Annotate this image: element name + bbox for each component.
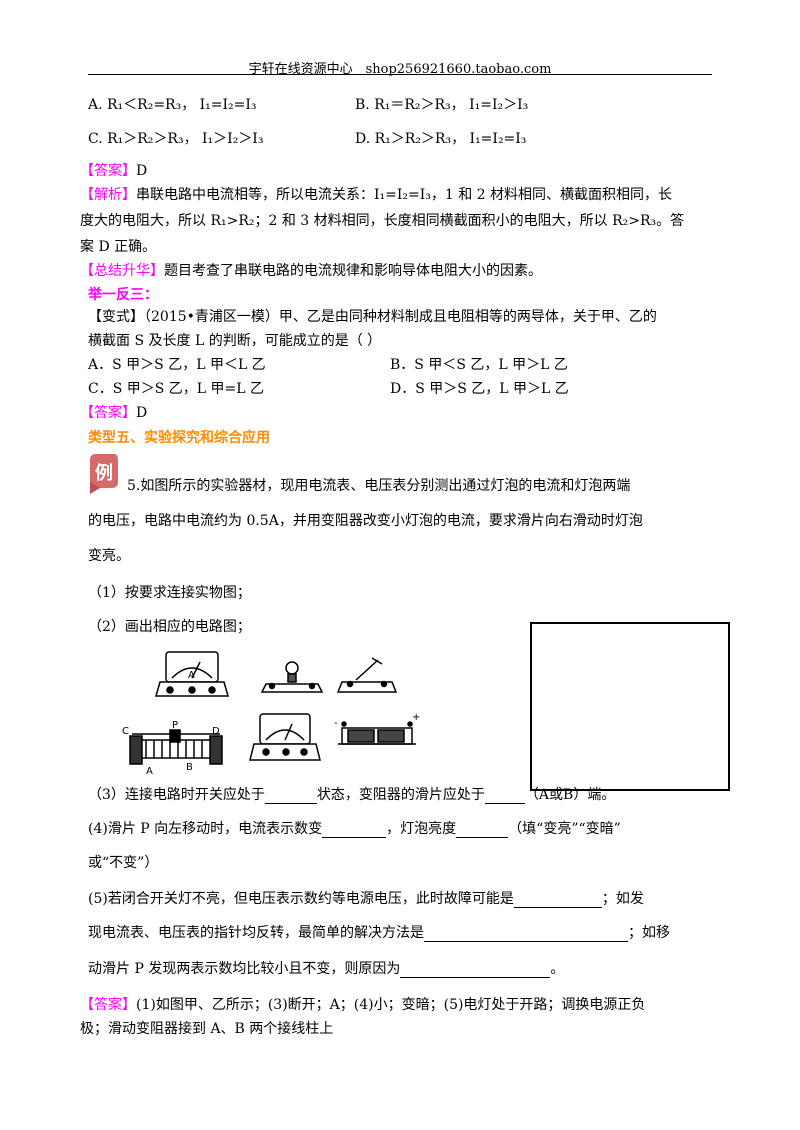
- variant-label: 【变式】: [88, 309, 144, 325]
- option-b: B. R₁＝R₂＞R₃， I₁=I₂＞I₃: [355, 97, 529, 113]
- q5-part-5-text-b: ；如发: [601, 891, 644, 907]
- blank-fault[interactable]: [513, 893, 602, 908]
- analysis-line-3: 案 D 正确。: [80, 239, 157, 255]
- q5-line-3: 变亮。: [88, 548, 130, 564]
- q5-part-4-cont: 或“不变”）: [88, 855, 159, 871]
- variant-option-c: C．S 甲＞S 乙，L 甲=L 乙: [88, 381, 265, 397]
- summary-label: 【总结升华】: [80, 263, 164, 279]
- option-c: C. R₁＞R₂＞R₃， I₁＞I₂＞I₃: [88, 131, 264, 147]
- rheostat-device: [129, 729, 223, 765]
- answer-line-1: 【答案】D: [80, 160, 147, 180]
- voltmeter-device: [249, 713, 321, 761]
- q5-part-5-text-a: (5)若闭合开关灯不亮，但电压表示数约等电源电压，此时故障可能是: [88, 891, 514, 907]
- q5-part-4-text-c: （填“变亮”“变暗”: [508, 821, 621, 837]
- q5-part-5-line-3: 动滑片 P 发现两表示数均比较小且不变，则原因为 。: [88, 958, 564, 978]
- q5-part-5-text-d: ；如移: [628, 925, 670, 941]
- rheostat-label-a: A: [146, 766, 153, 777]
- example-badge-text: 例: [95, 463, 113, 484]
- analysis-text-1: 串联电路中电流相等，所以电流关系：I₁=I₂=I₃，1 和 2 材料相同、横截面…: [136, 187, 673, 203]
- q5-part-4-text-a: (4)滑片 P 向左移动时，电流表示数变: [88, 821, 323, 837]
- battery-device: [338, 721, 416, 745]
- analysis-line-1: 【解析】串联电路中电流相等，所以电流关系：I₁=I₂=I₃，1 和 2 材料相同…: [80, 184, 672, 204]
- q5-part-5-text-f: 。: [550, 961, 565, 977]
- answer-line-3: 【答案】(1)如图甲、乙所示；(3)断开；A；(4)小；变暗；(5)电灯处于开路…: [80, 994, 645, 1014]
- q5-part-4-text-b: ，灯泡亮度: [386, 821, 457, 837]
- page-header: 宇轩在线资源中心 shop256921660.taobao.com: [248, 62, 552, 77]
- answer-text-3a: (1)如图甲、乙所示；(3)断开；A；(4)小；变暗；(5)电灯处于开路；调换电…: [136, 997, 646, 1013]
- q5-part-3-text-c: （A或B）端。: [524, 787, 616, 803]
- switch-device: [336, 657, 398, 693]
- answer-value-2: D: [136, 405, 148, 421]
- answer-line-2: 【答案】D: [80, 402, 147, 422]
- summary-text: 题目考查了串联电路的电流规律和影响导体电阻大小的因素。: [164, 263, 542, 279]
- blank-current-change[interactable]: [322, 823, 387, 838]
- variant-option-a: A．S 甲＞S 乙，L 甲＜L 乙: [88, 357, 266, 373]
- variant-text-1: （2015•青浦区一模）甲、乙是由同种材料制成且电阻相等的两导体，关于甲、乙的: [144, 309, 657, 325]
- blank-slider-end[interactable]: [484, 789, 525, 804]
- blank-fix-method[interactable]: [424, 927, 628, 942]
- analysis-line-2: 度大的电阻大，所以 R₁>R₂；2 和 3 材料相同，长度相同横截面积小的电阻大…: [80, 213, 685, 229]
- q5-part-3-text-b: 状态，变阻器的滑片应处于: [316, 787, 485, 803]
- q5-part-1: （1）按要求连接实物图；: [88, 585, 251, 601]
- blank-reason[interactable]: [400, 963, 551, 978]
- option-d: D. R₁＞R₂＞R₃， I₁=I₂=I₃: [355, 131, 527, 147]
- battery-plus-label: +: [412, 712, 420, 723]
- ammeter-label: A: [188, 670, 195, 681]
- answer-value: D: [136, 163, 148, 179]
- q5-part-5-text-e: 动滑片 P 发现两表示数均比较小且不变，则原因为: [88, 961, 401, 977]
- answer-label-2: 【答案】: [80, 405, 136, 421]
- bulb-device: [260, 661, 324, 693]
- rheostat-label-d: D: [212, 726, 220, 737]
- answer-label-3: 【答案】: [80, 997, 136, 1013]
- battery-minus-label: -: [334, 718, 338, 729]
- variant-option-b: B．S 甲＜S 乙，L 甲＞L 乙: [390, 357, 568, 373]
- option-a: A. R₁＜R₂=R₃， I₁=I₂=I₃: [88, 97, 257, 113]
- variant-option-d: D．S 甲＞S 乙，L 甲＞L 乙: [390, 381, 569, 397]
- rheostat-label-p: P: [172, 720, 178, 731]
- q5-part-4: (4)滑片 P 向左移动时，电流表示数变 ，灯泡亮度 （填“变亮”“变暗”: [88, 818, 621, 838]
- example-badge-shape: [90, 454, 118, 494]
- header-rule: [88, 74, 712, 75]
- section-title: 类型五、实验探究和综合应用: [88, 430, 270, 446]
- q5-part-3-text-a: （3）连接电路时开关应处于: [88, 787, 265, 803]
- answer-label: 【答案】: [80, 163, 136, 179]
- variant-line-2: 横截面 S 及长度 L 的判断，可能成立的是（ ）: [88, 333, 382, 349]
- rheostat-label-c: C: [122, 726, 129, 737]
- q5-part-5-text-c: 现电流表、电压表的指针均反转，最简单的解决方法是: [88, 925, 424, 941]
- q5-line-1: 5.如图所示的实验器材，现用电流表、电压表分别测出通过灯泡的电流和灯泡两端: [127, 478, 631, 494]
- ammeter-device: [155, 651, 229, 697]
- circuit-drawing-box: [530, 622, 730, 791]
- q5-part-2: （2）画出相应的电路图；: [88, 619, 251, 635]
- q5-part-3: （3）连接电路时开关应处于 状态，变阻器的滑片应处于 （A或B）端。: [88, 784, 615, 804]
- rheostat-label-b: B: [186, 762, 193, 773]
- equipment-figure: A C P D A B: [122, 651, 420, 777]
- answer-line-3b: 极；滑动变阻器接到 A、B 两个接线柱上: [80, 1021, 334, 1037]
- analysis-label: 【解析】: [80, 187, 136, 203]
- q5-part-5-line-1: (5)若闭合开关灯不亮，但电压表示数约等电源电压，此时故障可能是 ；如发: [88, 888, 644, 908]
- summary-line: 【总结升华】题目考查了串联电路的电流规律和影响导体电阻大小的因素。: [80, 260, 542, 280]
- practice-title: 举一反三：: [88, 287, 158, 303]
- variant-line-1: 【变式】（2015•青浦区一模）甲、乙是由同种材料制成且电阻相等的两导体，关于甲…: [88, 306, 657, 326]
- q5-line-2: 的电压，电路中电流约为 0.5A，并用变阻器改变小灯泡的电流，要求滑片向右滑动时…: [88, 513, 643, 529]
- example-badge: 例: [88, 452, 120, 496]
- q5-part-5-line-2: 现电流表、电压表的指针均反转，最简单的解决方法是 ；如移: [88, 922, 670, 942]
- blank-brightness[interactable]: [456, 823, 509, 838]
- blank-switch-state[interactable]: [264, 789, 317, 804]
